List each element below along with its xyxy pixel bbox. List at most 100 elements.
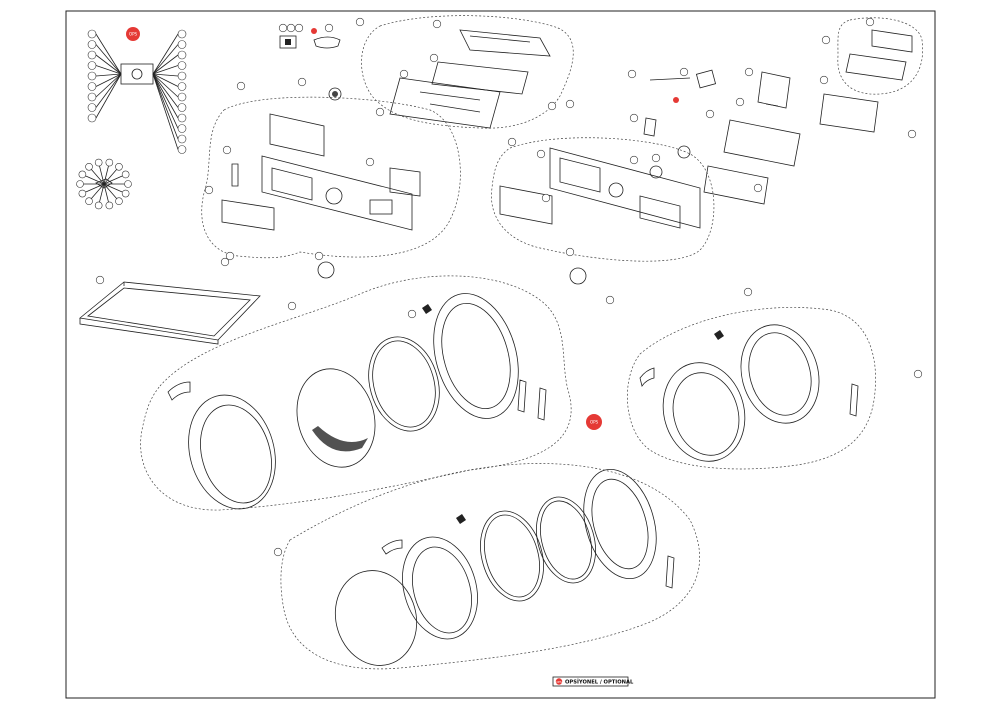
callout-circle (375, 107, 385, 117)
detergent-drawer (221, 199, 275, 231)
callout-circle (541, 193, 551, 203)
pcb-group-outline (361, 15, 574, 129)
ops-marker-top-left: OPS (126, 27, 140, 41)
display-board (459, 29, 551, 57)
callout-circle (177, 124, 187, 133)
drawing-frame (65, 10, 936, 699)
callout-circle (78, 189, 87, 198)
door-hinge-2 (639, 367, 655, 387)
door-hinge-3 (381, 539, 403, 555)
callout-circle (651, 153, 661, 163)
callout-circle (324, 23, 334, 33)
pcb-small (757, 71, 791, 109)
callout-circle (177, 82, 187, 91)
door-group-3 (334, 468, 675, 666)
door-seal-3 (480, 510, 544, 602)
callout-circle (679, 67, 689, 77)
door-frame-1 (433, 293, 519, 419)
display-pcb (389, 167, 421, 197)
callout-circle (177, 92, 187, 102)
callout-circle (744, 67, 754, 77)
callout-circle (177, 29, 187, 39)
callout-circle (536, 149, 546, 159)
lever-part (231, 163, 239, 187)
callout-circle (177, 103, 187, 112)
door-outer-ring-2 (662, 362, 746, 462)
door-hinge-1 (167, 381, 191, 401)
callout-circle (85, 162, 93, 171)
callout-circle (204, 185, 214, 195)
callout-circle (565, 99, 575, 109)
callout-circle (278, 23, 288, 33)
connector-kit-group (95, 33, 179, 150)
callout-circle (87, 113, 97, 123)
svg-text:OPS: OPS (556, 680, 562, 684)
main-board (389, 77, 501, 129)
callout-circle (629, 113, 639, 123)
door-outer-ring-1 (188, 394, 276, 510)
cover-part (313, 36, 341, 49)
door-group-3-outline (280, 463, 700, 670)
callout-circle (605, 295, 615, 305)
pcb-wide (723, 119, 801, 167)
callout-circle (177, 71, 187, 81)
callout-circle (287, 301, 297, 311)
callout-circle (177, 145, 187, 154)
callout-circle (121, 189, 130, 198)
door-group-1-outline (140, 275, 572, 511)
callout-circle (743, 287, 753, 297)
pcb-boards-top (389, 29, 551, 129)
callout-circle (565, 247, 575, 257)
callout-circle (355, 17, 365, 27)
legend-box: OPS OPSİYONEL / OPTIONAL (552, 676, 634, 687)
svg-text:OPS: OPS (129, 32, 138, 37)
fastener-part (95, 178, 113, 189)
callout-circle (121, 170, 130, 179)
callout-circle (507, 137, 517, 147)
callout-circle (819, 75, 829, 85)
callout-circle (407, 309, 417, 319)
door-glass-1 (296, 368, 376, 468)
callout-circle (177, 113, 187, 123)
ops-dot-right (673, 97, 679, 103)
callout-circle (314, 251, 324, 261)
worktop (79, 281, 261, 341)
callout-circle (913, 369, 923, 379)
callout-circle (365, 157, 375, 167)
door-seal-1 (368, 336, 440, 432)
callout-circle (735, 97, 745, 107)
callout-circle (273, 547, 283, 557)
sensor-part (279, 35, 297, 49)
legend-label: OPSİYONEL / OPTIONAL (565, 679, 634, 686)
pcb-parts-right (643, 69, 801, 205)
door-frame-2 (740, 324, 820, 424)
callout-circle (177, 61, 187, 70)
callout-circle (225, 251, 235, 261)
callout-circle (94, 158, 103, 167)
control-panel-left (221, 113, 421, 231)
callout-circle (432, 19, 442, 29)
callout-circle (399, 69, 409, 79)
callout-circle (222, 145, 232, 155)
top-cover (79, 281, 261, 345)
callout-circle (87, 103, 97, 112)
callout-circle (821, 35, 831, 45)
callout-circle (629, 155, 639, 165)
callout-circle (87, 40, 97, 49)
callout-circle (907, 129, 917, 139)
callout-circle (220, 257, 230, 267)
callout-circle (115, 197, 123, 206)
callout-circle (115, 162, 123, 171)
legend-badge (555, 678, 563, 685)
callout-circle (705, 109, 715, 119)
callout-circle (105, 158, 114, 167)
callout-circle (236, 81, 246, 91)
callout-circle (429, 53, 439, 63)
panel-top-cover (269, 113, 325, 157)
control-panel-left-outline (201, 96, 461, 259)
door-group-1 (167, 293, 547, 510)
control-panel-right (499, 147, 701, 229)
pcb-right-boards (819, 29, 913, 133)
